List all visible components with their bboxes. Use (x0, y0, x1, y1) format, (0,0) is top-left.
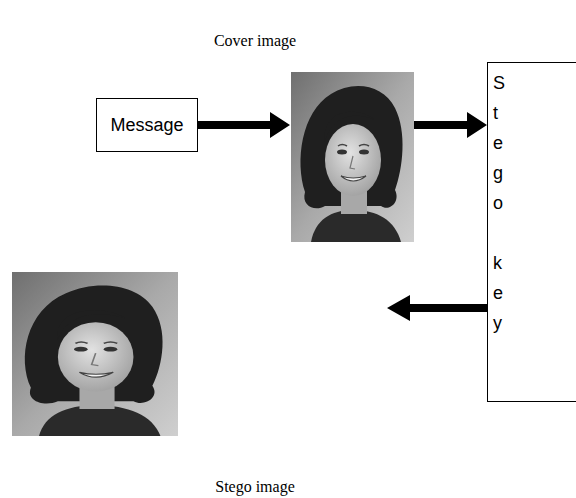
image-caption: Cover image (214, 32, 296, 50)
stego-photo (12, 272, 178, 436)
arrow (414, 112, 487, 138)
message-box: Message (96, 98, 198, 152)
image-caption: Stego image (215, 478, 295, 496)
arrow (198, 112, 290, 138)
arrow (387, 295, 487, 321)
box-text: S t e g o (493, 68, 507, 218)
cover-photo (291, 72, 414, 242)
key-box: S t e g o k e y (487, 62, 576, 402)
box-text: Message (110, 115, 183, 136)
box-text: k e y (493, 248, 507, 338)
